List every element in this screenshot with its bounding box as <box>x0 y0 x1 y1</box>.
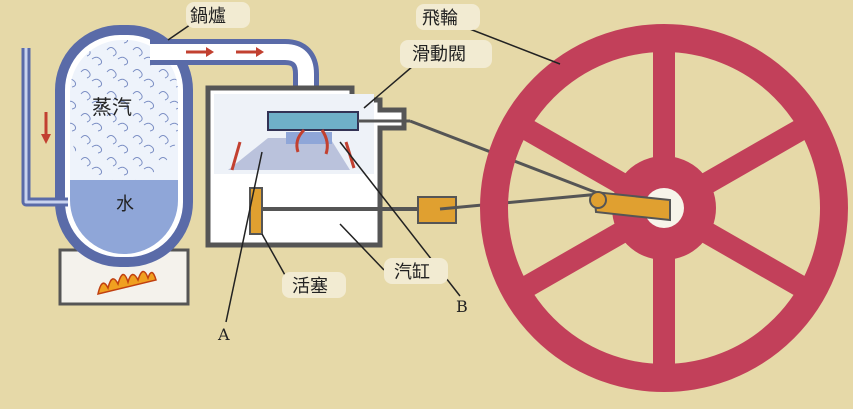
label-point-b: B <box>456 297 468 316</box>
piston <box>249 187 457 235</box>
label-flywheel: 飛輪 <box>422 8 458 29</box>
label-slide-valve: 滑動閥 <box>412 44 466 65</box>
label-point-a: A <box>217 325 230 344</box>
water-region <box>70 180 178 254</box>
steam-region <box>70 40 178 180</box>
boiler <box>55 25 193 267</box>
connecting-rod <box>439 192 601 211</box>
flywheel <box>480 24 848 392</box>
label-water: 水 <box>116 194 134 215</box>
slide-valve <box>230 111 410 171</box>
label-steam: 蒸汽 <box>92 95 132 119</box>
label-cylinder: 汽缸 <box>394 261 430 283</box>
label-piston: 活塞 <box>292 276 328 297</box>
label-boiler: 鍋爐 <box>190 6 226 27</box>
flame-icon <box>97 270 157 296</box>
